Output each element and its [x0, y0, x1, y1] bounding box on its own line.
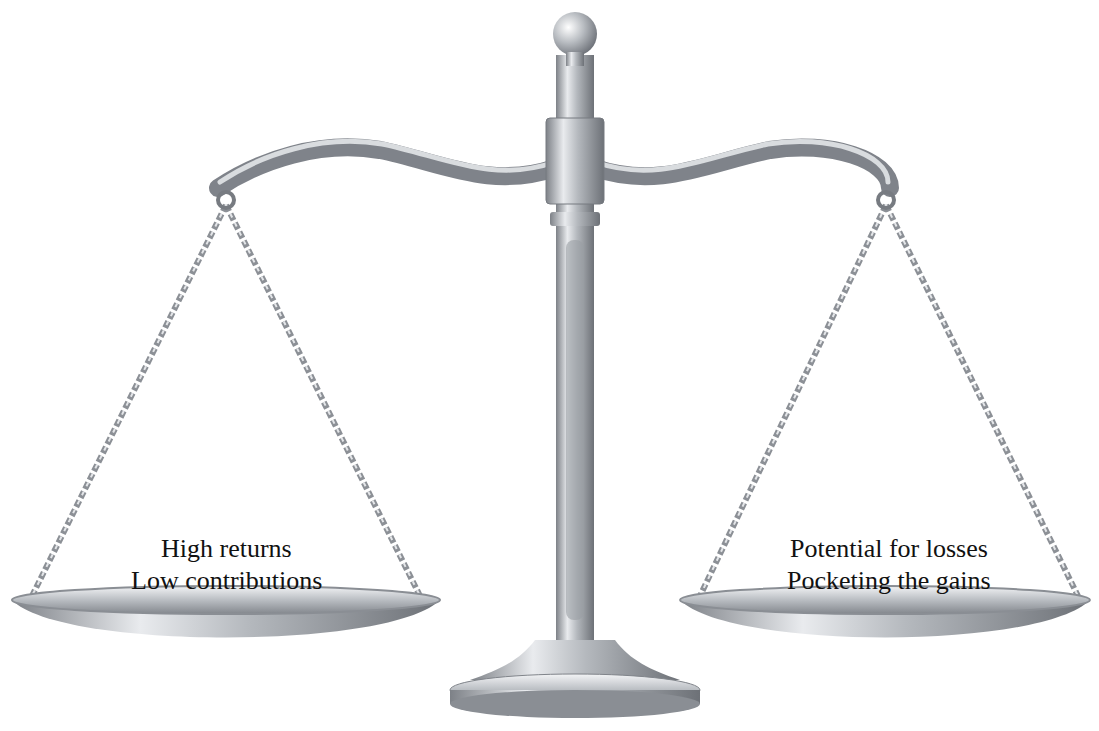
finial-ball — [553, 12, 597, 56]
pan-label: Low contributions — [131, 565, 322, 597]
base — [450, 690, 700, 718]
pan-label: Potential for losses — [790, 533, 988, 565]
hook — [218, 192, 234, 208]
chain — [32, 205, 1078, 596]
pan-label: Pocketing the gains — [787, 565, 991, 597]
pan-label: High returns — [161, 533, 292, 565]
pivot-collar — [546, 118, 604, 204]
hook — [878, 192, 894, 208]
